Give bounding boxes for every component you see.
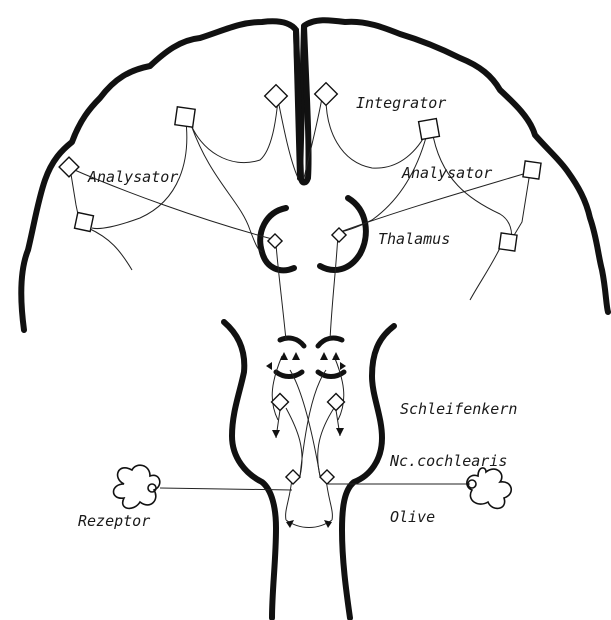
neuron-cochlearis-right — [320, 470, 334, 484]
brainstem-right-wall — [342, 326, 394, 618]
neuron-left-integrator-inner — [265, 85, 288, 108]
schleifenkern-left-arc-2 — [276, 372, 302, 377]
label-olive: Olive — [390, 508, 435, 526]
neuron-left-analysator — [59, 157, 79, 177]
label-analysator-right: Analysator — [401, 164, 492, 182]
neuron-left-integrator-outer — [175, 107, 195, 127]
label-integrator: Integrator — [356, 94, 446, 112]
neuron-cochlearis-left — [286, 470, 300, 484]
label-rezeptor: Rezeptor — [78, 512, 150, 530]
neuron-right-integrator-outer — [419, 119, 440, 140]
receptor-left-icon — [114, 465, 160, 508]
neuron-right-analysator — [523, 161, 541, 179]
receptor-right-icon — [467, 468, 511, 508]
label-nc-cochlearis: Nc.cochlearis — [389, 452, 507, 470]
neuron-thalamus-left — [268, 234, 282, 248]
neuron-left-analysator-lower — [75, 213, 94, 232]
label-thalamus: Thalamus — [378, 230, 450, 248]
neuron-right-integrator-inner — [315, 83, 338, 106]
label-analysator-left: Analysator — [87, 168, 178, 186]
neuron-right-analysator-lower — [499, 233, 517, 251]
label-schleifenkern: Schleifenkern — [400, 400, 517, 418]
schleifenkern-left-arc — [280, 338, 304, 346]
